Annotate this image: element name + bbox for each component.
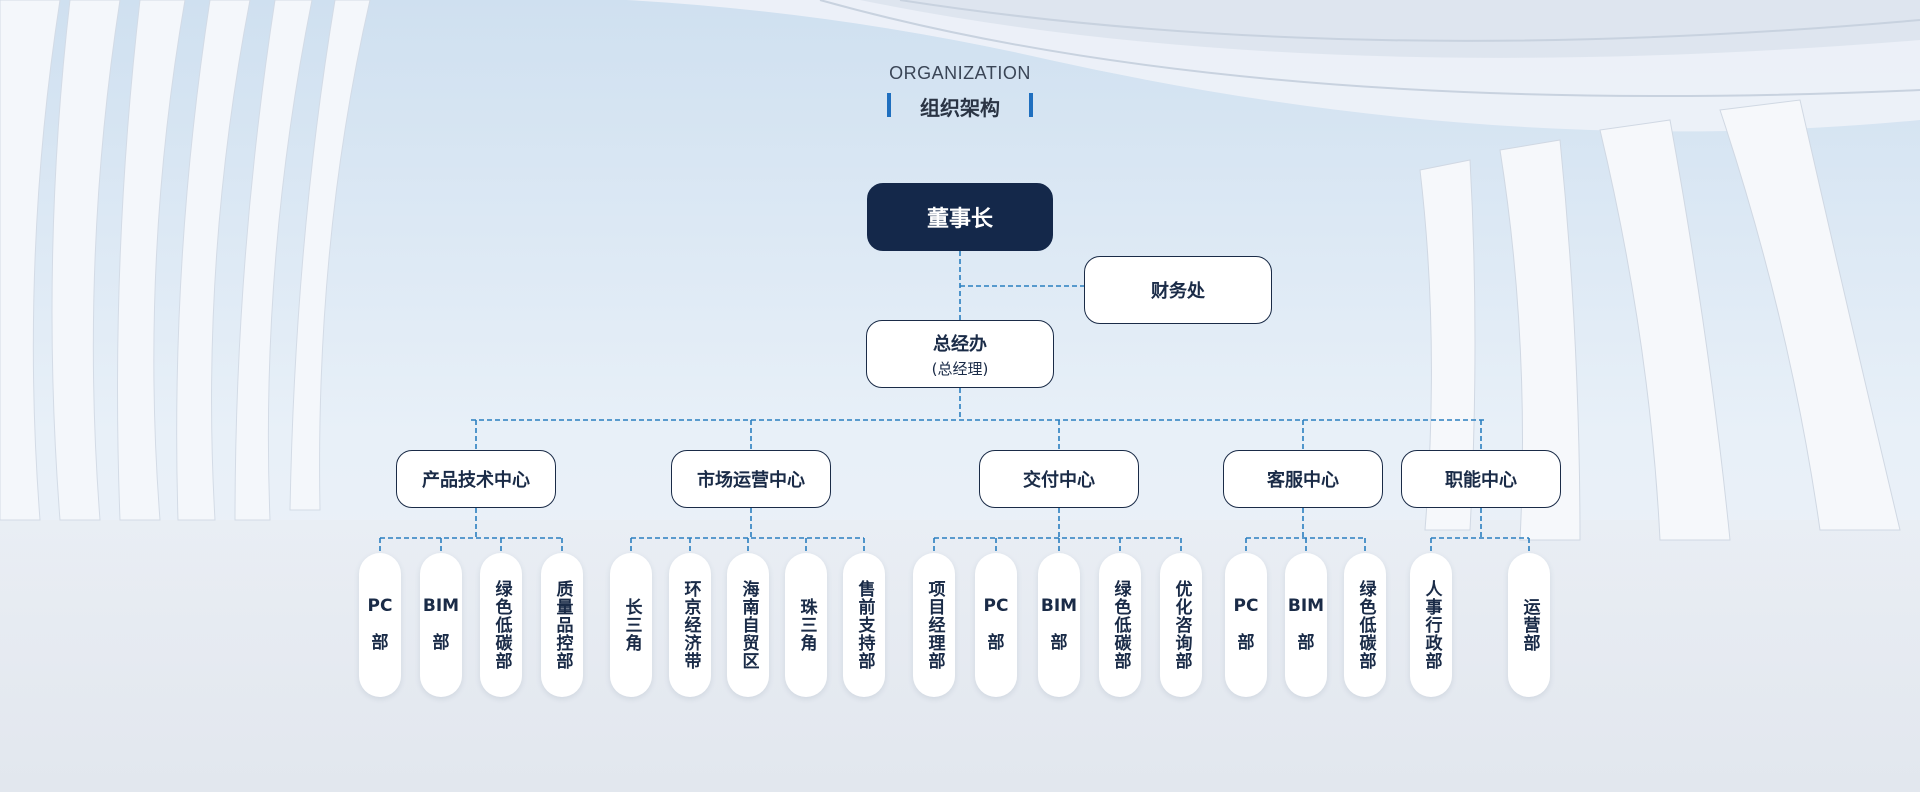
dept-label: 绿色低碳部 <box>1110 580 1131 670</box>
dept-pill[interactable]: 绿色低碳部 <box>1099 553 1141 697</box>
chairman-label: 董事长 <box>926 207 993 232</box>
center-label: 客服中心 <box>1267 470 1339 491</box>
dept-pill[interactable]: 绿色低碳部 <box>1344 553 1386 697</box>
dept-pill[interactable]: 珠三角 <box>785 553 827 697</box>
dept-pill[interactable]: 优化咨询部 <box>1160 553 1202 697</box>
dept-pill[interactable]: 运营部 <box>1508 553 1550 697</box>
dept-label: 售前支持部 <box>854 580 875 670</box>
chairman-node[interactable]: 董事长 <box>867 183 1053 251</box>
center-node[interactable]: 产品技术中心 <box>396 450 556 508</box>
center-node[interactable]: 市场运营中心 <box>671 450 831 508</box>
center-node[interactable]: 交付中心 <box>979 450 1139 508</box>
dept-label: 人事行政部 <box>1421 580 1442 670</box>
title-bar-right <box>1029 93 1033 117</box>
dept-label: 珠三角 <box>796 598 817 652</box>
center-label: 交付中心 <box>1023 470 1095 491</box>
finance-label: 财务处 <box>1151 281 1205 302</box>
dept-label: 项目经理部 <box>924 580 945 670</box>
dept-pill[interactable]: 环京经济带 <box>669 553 711 697</box>
finance-node[interactable]: 财务处 <box>1084 256 1272 324</box>
gm-title: 总经办 <box>933 333 987 355</box>
title-bar-left <box>887 93 891 117</box>
dept-pill[interactable]: 售前支持部 <box>843 553 885 697</box>
dept-label: 长三角 <box>621 598 642 652</box>
page-title: 组织架构 <box>920 96 1000 120</box>
dept-pill[interactable]: 项目经理部 <box>913 553 955 697</box>
dept-pill[interactable]: 绿色低碳部 <box>480 553 522 697</box>
dept-pill[interactable]: 长三角 <box>610 553 652 697</box>
heading-english: ORGANIZATION <box>889 63 1031 83</box>
dept-label: 绿色低碳部 <box>1355 580 1376 670</box>
dept-pill[interactable]: 人事行政部 <box>1410 553 1452 697</box>
dept-label: 海南自贸区 <box>738 580 759 670</box>
dept-label: 绿色低碳部 <box>491 580 512 670</box>
center-label: 市场运营中心 <box>697 470 805 491</box>
gm-node[interactable]: 总经办 (总经理) <box>866 320 1054 388</box>
dept-label: 质量品控部 <box>552 580 573 670</box>
dept-pill[interactable]: 质量品控部 <box>541 553 583 697</box>
center-node[interactable]: 职能中心 <box>1401 450 1561 508</box>
dept-label: 运营部 <box>1519 598 1540 652</box>
center-label: 职能中心 <box>1445 470 1517 491</box>
center-node[interactable]: 客服中心 <box>1223 450 1383 508</box>
dept-label: 环京经济带 <box>680 580 701 670</box>
center-label: 产品技术中心 <box>422 470 530 491</box>
gm-subtitle: (总经理) <box>931 359 989 378</box>
dept-label: 优化咨询部 <box>1171 580 1192 670</box>
dept-pill[interactable]: 海南自贸区 <box>727 553 769 697</box>
